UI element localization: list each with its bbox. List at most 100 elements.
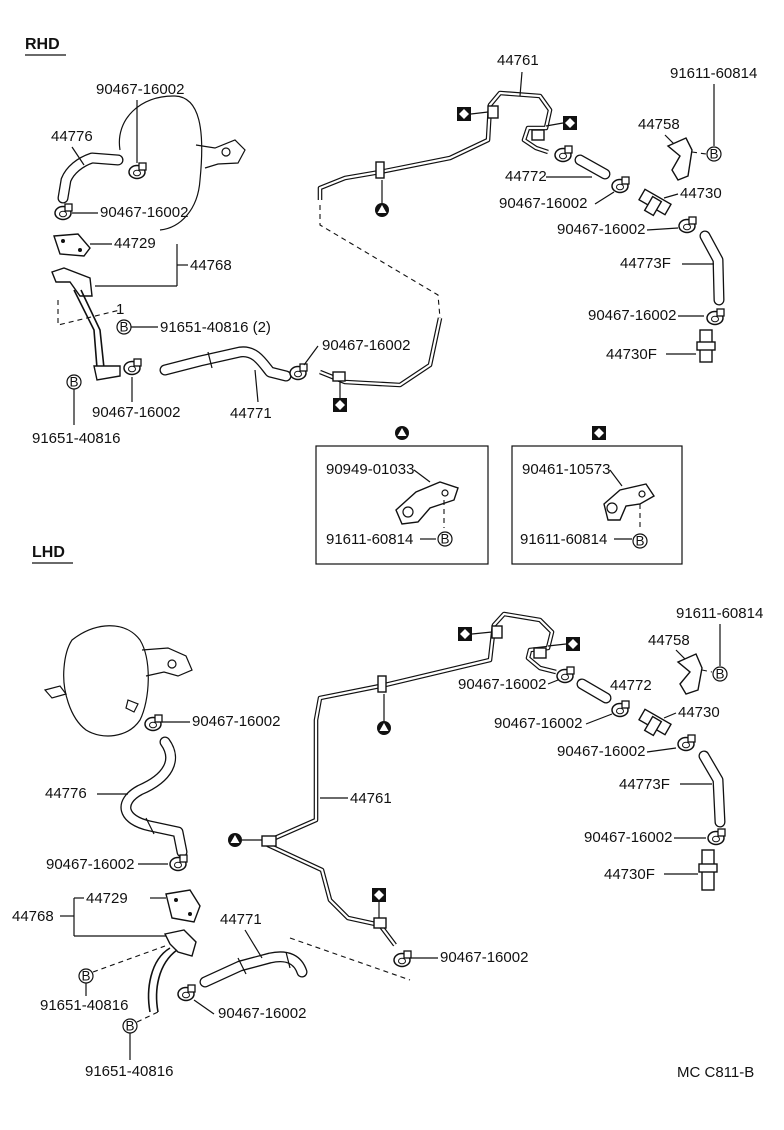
- rhd-label-clamp-44730: 90467-16002: [557, 221, 645, 238]
- rhd-heading: RHD: [25, 36, 60, 53]
- lhd-label-clamp-lower-left: 90467-16002: [46, 856, 134, 873]
- svg-text:B: B: [636, 534, 645, 549]
- svg-text:B: B: [70, 375, 79, 390]
- lhd-label-44729: 44729: [86, 890, 128, 907]
- detail-diamond-clip-part: [603, 483, 655, 521]
- rhd-label-clamp-44771: 90467-16002: [322, 337, 410, 354]
- rhd-clamp-lower-icon: [706, 308, 725, 326]
- lhd-label-44773f: 44773F: [619, 776, 670, 793]
- rhd-label-clamp-top: 90467-16002: [96, 81, 184, 98]
- detail-triangle-bolt-label: 91611-60814: [326, 531, 413, 548]
- lhd-label-bolt-top-right: 91611-60814: [676, 605, 763, 622]
- lhd-hose-44776: [120, 736, 188, 858]
- rhd-bracket-assembly: [51, 267, 121, 381]
- lhd-hose-44771: [199, 951, 308, 988]
- rhd-clamp-44771-icon: [289, 363, 308, 381]
- detail-triangle-clip: 90949-01033 91611-60814 B: [315, 426, 489, 565]
- rhd-hose-44772: [574, 154, 611, 180]
- detail-diamond-clip-label: 90461-10573: [522, 461, 610, 478]
- rhd-clamp-44772-icon: [611, 176, 630, 194]
- svg-text:B: B: [716, 667, 725, 682]
- lhd-label-clamp-booster: 90467-16002: [192, 713, 280, 730]
- lhd-hose-44773f: [698, 750, 726, 828]
- rhd-brake-booster: [118, 95, 246, 231]
- rhd-bolt-top-right-icon: [706, 146, 722, 162]
- lhd-heading: LHD: [32, 544, 65, 561]
- lhd-clamp-booster-icon: [144, 714, 163, 732]
- detail-diamond-clip: 90461-10573 91611-60814 B: [511, 426, 683, 565]
- lhd-label-clamp-lower: 90467-16002: [584, 829, 672, 846]
- lhd-label-clamp-44772-left: 90467-16002: [458, 676, 546, 693]
- rhd-label-44768: 44768: [190, 257, 232, 274]
- lhd-valve-44730: [638, 708, 672, 737]
- rhd-label-44729: 44729: [114, 235, 156, 252]
- rhd-label-bolt-pair: 91651-40816 (2): [160, 319, 271, 336]
- svg-text:B: B: [120, 320, 129, 335]
- lhd-brake-booster: [43, 625, 193, 737]
- lhd-valve-44730f: [698, 849, 718, 891]
- svg-text:B: B: [126, 1019, 135, 1034]
- lhd-label-bolt-lower: 91651-40816: [85, 1063, 173, 1080]
- rhd-hose-44771: [159, 346, 292, 382]
- rhd-label-44761: 44761: [497, 52, 539, 69]
- rhd-label-44771: 44771: [230, 405, 272, 422]
- rhd-hose-44773f: [699, 230, 725, 306]
- lhd-label-44771: 44771: [220, 911, 262, 928]
- rhd-clamp-bracket-icon: [123, 358, 142, 376]
- rhd-label-clamp-left: 90467-16002: [100, 204, 188, 221]
- lhd-bracket-assembly: [147, 929, 197, 1013]
- rhd-bracket-44729: [53, 233, 91, 257]
- detail-triangle-bolt-icon: [437, 531, 453, 547]
- lhd-label-44730: 44730: [678, 704, 720, 721]
- lhd-label-clamp-44771: 90467-16002: [218, 1005, 306, 1022]
- detail-triangle-clip-part: [395, 481, 459, 525]
- lhd-clamp-lower-left-icon: [169, 854, 188, 872]
- lhd-label-clamp-44773: 90467-16002: [557, 743, 645, 760]
- rhd-label-44772: 44772: [505, 168, 547, 185]
- rhd-label-44730f: 44730F: [606, 346, 657, 363]
- rhd-hose-44776: [57, 152, 124, 204]
- detail-diamond-bolt-label: 91611-60814: [520, 531, 607, 548]
- svg-text:B: B: [710, 147, 719, 162]
- lhd-clamp-44773-icon: [677, 734, 696, 752]
- lhd-label-44730f: 44730F: [604, 866, 655, 883]
- lhd-bracket-44758: [676, 653, 703, 695]
- detail-triangle-clip-label: 90949-01033: [326, 461, 414, 478]
- lhd-label-44768: 44768: [12, 908, 54, 925]
- rhd-clamp-booster-icon: [128, 162, 147, 180]
- rhd-label-44730: 44730: [680, 185, 722, 202]
- rhd-label-clamp-lower: 90467-16002: [588, 307, 676, 324]
- lhd-label-clamp-44730-left: 90467-16002: [494, 715, 582, 732]
- lhd-clamp-lower-icon: [707, 828, 726, 846]
- lhd-clamp-pipe-end-icon: [393, 950, 412, 968]
- rhd-bracket-44758: [666, 137, 693, 181]
- lhd-clamp-44730-left-icon: [611, 700, 630, 718]
- lhd-hose-44772: [576, 678, 612, 704]
- rhd-label-bolt-note: 1: [116, 301, 124, 318]
- rhd-label-clamp-44772: 90467-16002: [499, 195, 587, 212]
- rhd-label-clamp-bracket: 90467-16002: [92, 404, 180, 421]
- lhd-section: LHD 90467-16002 44776 90467-16002 44768 …: [12, 544, 763, 1080]
- lhd-label-clamp-pipe-end: 90467-16002: [440, 949, 528, 966]
- lhd-clamp-44771-icon: [177, 984, 196, 1002]
- lhd-label-44776: 44776: [45, 785, 87, 802]
- lhd-label-44761: 44761: [350, 790, 392, 807]
- rhd-clamp-44730-icon: [678, 216, 697, 234]
- lhd-label-44772: 44772: [610, 677, 652, 694]
- svg-text:B: B: [441, 532, 450, 547]
- rhd-section: RHD 90467-16002 44776 90467-16002 44729: [25, 36, 757, 447]
- rhd-label-44758: 44758: [638, 116, 680, 133]
- rhd-label-bolt-left: 91651-40816: [32, 430, 120, 447]
- lhd-pipe-44761: [265, 611, 557, 947]
- lhd-bracket-44729: [165, 889, 201, 923]
- svg-text:B: B: [82, 969, 91, 984]
- rhd-label-44776: 44776: [51, 128, 93, 145]
- lhd-clamp-44772-left-icon: [556, 666, 575, 684]
- footer-code: MC C811-B: [677, 1064, 754, 1081]
- detail-diamond-bolt-icon: [632, 533, 648, 549]
- lhd-bolt-top-right-icon: [712, 666, 728, 682]
- rhd-label-44773f: 44773F: [620, 255, 671, 272]
- rhd-label-bolt-top-right: 91611-60814: [670, 65, 757, 82]
- lhd-label-bolt-upper: 91651-40816: [40, 997, 128, 1014]
